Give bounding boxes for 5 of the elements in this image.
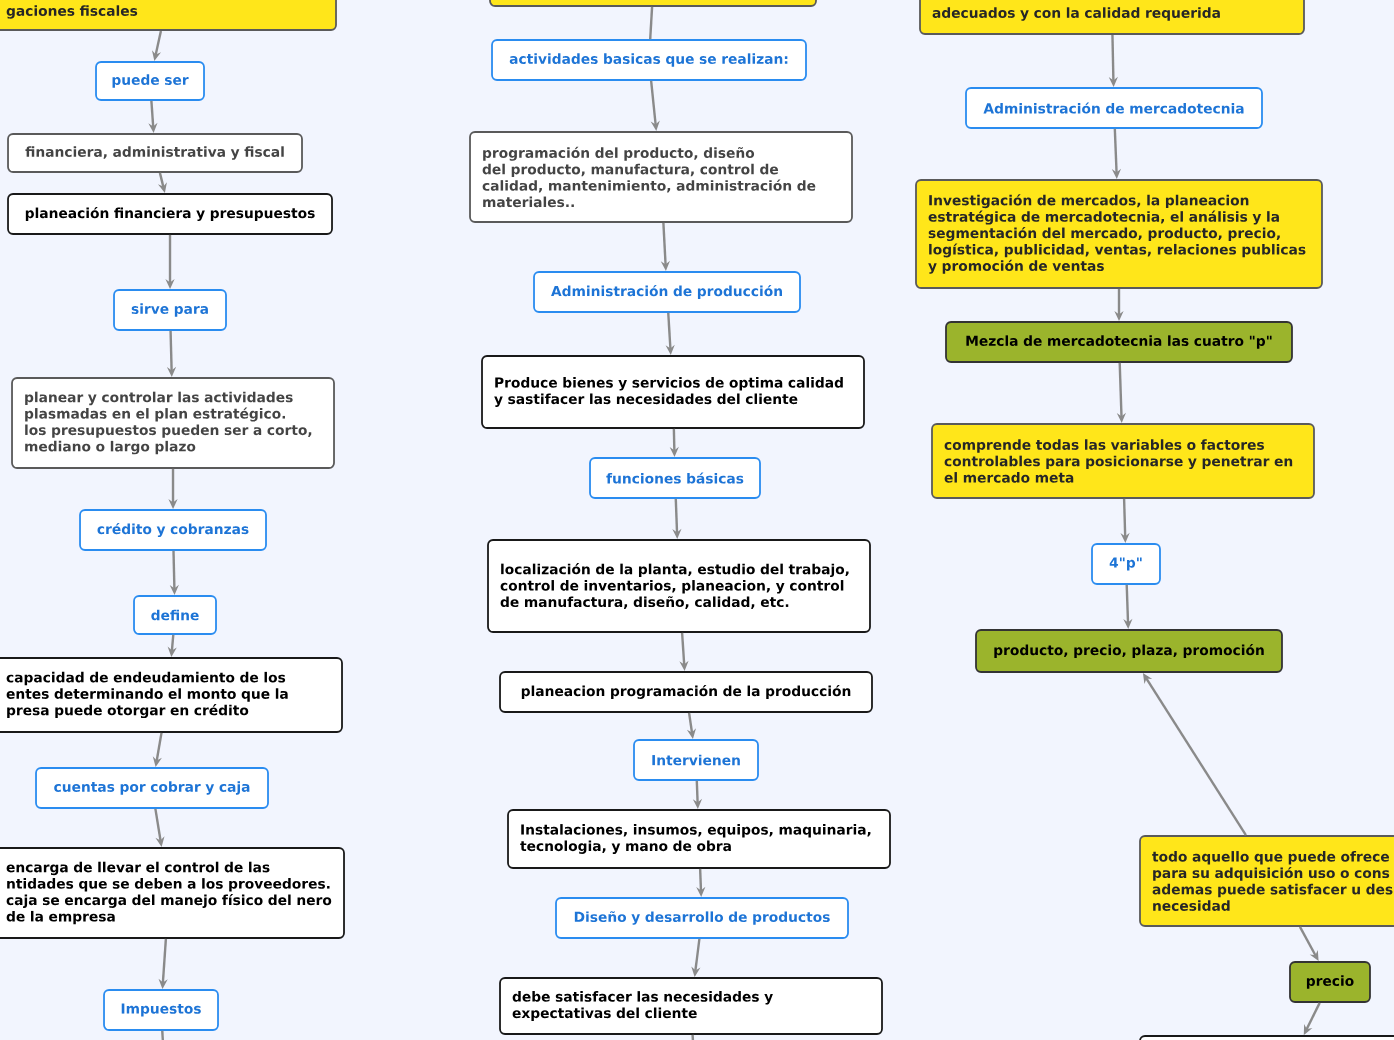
empty-box bbox=[1139, 1035, 1394, 1040]
empty-box bbox=[489, 0, 817, 7]
connector-line bbox=[161, 1030, 166, 1040]
connector-line bbox=[691, 1034, 696, 1040]
connector-line bbox=[649, 6, 654, 40]
